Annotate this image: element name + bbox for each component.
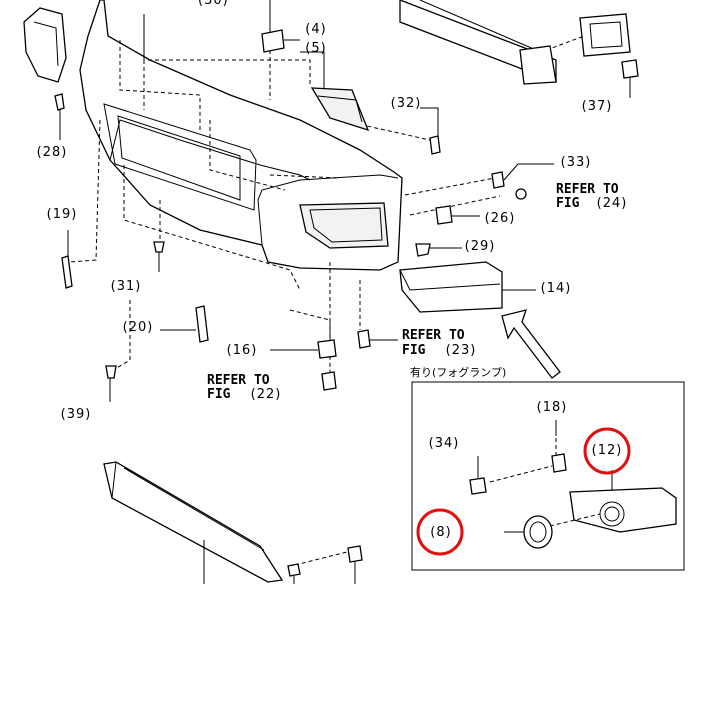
callout-c23: (23): [446, 343, 477, 358]
refer-r23-line1: REFER TO: [402, 328, 465, 343]
callout-c16: (16): [227, 343, 258, 358]
part-clip-26: [435, 205, 480, 225]
callout-c5: (5): [305, 41, 326, 56]
callout-c8: (8): [430, 525, 451, 540]
part-clip-39: [105, 365, 117, 402]
callout-c28: (28): [37, 145, 68, 160]
arrow-to-inset: [501, 309, 561, 379]
callout-c33: (33): [561, 155, 592, 170]
part-side-bracket: [23, 7, 67, 140]
inset-label: 有り(フォグランプ): [410, 365, 506, 379]
callout-c12: (12): [592, 443, 623, 458]
callout-c22: (22): [251, 387, 282, 402]
inset-box: [411, 381, 685, 571]
callout-c18: (18): [537, 400, 568, 415]
part-clip-29: [415, 243, 462, 257]
callout-c19: (19): [47, 207, 78, 222]
highlight-8: [416, 508, 464, 556]
part-reinforcement: [399, 0, 639, 98]
part-lower-spoiler: [103, 461, 363, 584]
callout-c37: (37): [582, 99, 613, 114]
callout-c24: (24): [597, 196, 628, 211]
part-bracket-5: [300, 51, 370, 132]
callout-c4: (4): [305, 22, 326, 37]
part-molding-19: [61, 230, 73, 289]
part-clip-33: [491, 163, 554, 189]
part-bolt-22: [321, 371, 337, 391]
callout-c20: (20): [123, 320, 154, 335]
refer-r22-line2: FIG: [207, 387, 231, 402]
part-nut-16: [270, 339, 337, 359]
callout-c32: (32): [391, 96, 422, 111]
refer-r23-line2: FIG: [402, 343, 426, 358]
part-bolt-32: [420, 107, 441, 155]
part-bolt-23: [357, 329, 398, 349]
highlight-12: [583, 427, 631, 475]
callout-c29: (29): [465, 239, 496, 254]
part-bracket-4: [261, 29, 300, 53]
callout-c26: (26): [485, 211, 516, 226]
callout-labels: (4) (5) (32) (37) (28) (33) (24) (19) (26) (29) (3…: [37, 22, 628, 540]
part-clip-31: [153, 241, 165, 272]
part-molding-20: [160, 305, 209, 343]
part-lamp-cover-14: [399, 261, 536, 313]
callout-c31: (31): [111, 279, 142, 294]
callout-c34: (34): [429, 436, 460, 451]
callout-c39: (39): [61, 407, 92, 422]
refer-r24-line2: FIG: [556, 196, 580, 211]
refer-r22-line1: REFER TO: [207, 373, 270, 388]
partial-top-label: (30): [198, 0, 229, 8]
refer-r24-line1: REFER TO: [556, 182, 619, 197]
highlight-circles: [416, 427, 631, 556]
callout-c14: (14): [541, 281, 572, 296]
part-screw-24: [515, 188, 527, 200]
leader-lines: [109, 0, 601, 566]
